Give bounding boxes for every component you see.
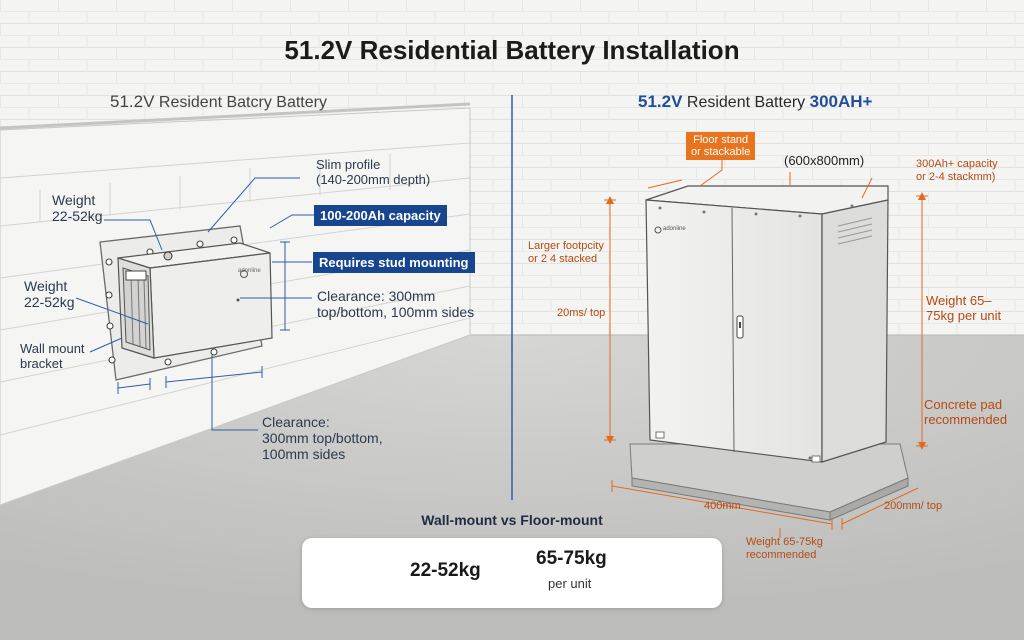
wall-header-label: Resident Batcry Battery	[158, 94, 327, 111]
floor-header-capacity: 300AH+	[809, 92, 873, 111]
capacity-note: 300Ah+ capacity or 2-4 stackmm)	[916, 158, 998, 183]
floor-stand-badge: Floor stand or stackable	[686, 132, 756, 161]
floor-cabinet	[629, 185, 909, 521]
width-label: 400mm	[704, 500, 741, 512]
stud-mounting-badge: Requires stud mounting	[313, 252, 475, 273]
floor-section-header: 51.2V Resident Battery 300AH+	[638, 92, 872, 112]
concrete-pad-label: Concrete pad recommended	[924, 397, 1008, 427]
wall-weight-value: 22-52kg	[410, 560, 481, 581]
clearance-label-right: Clearance: 300mm top/bottom, 100mm sides	[317, 288, 475, 321]
weight-label-bottom: Weight 65-75kg recommended	[746, 536, 823, 561]
floor-header-voltage: 51.2V	[638, 92, 683, 111]
weight-label-top: Weight 22-52kg	[52, 192, 103, 225]
cabinet-brand: adonline	[663, 226, 686, 232]
floor-weight-value: 65-75kg	[536, 548, 607, 569]
comparison-title: Wall-mount vs Floor-mount	[421, 512, 603, 528]
comparison-panel: 22-52kg 65-75kg per unit	[302, 538, 722, 608]
wall-battery	[99, 225, 273, 381]
height-label: 20ms/ top	[557, 307, 606, 319]
depth-label: 200mm/ top	[884, 500, 943, 512]
dimensions-label: (600x800mm)	[784, 153, 865, 168]
clearance-label-bottom: Clearance: 300mm top/bottom, 100mm sides	[262, 414, 383, 463]
weight-label-floor: Weight 65– 75kg per unit	[926, 293, 1002, 323]
floor-header-label: Resident Battery	[686, 94, 806, 111]
wall-battery-brand: adonline	[238, 268, 261, 274]
footprint-label: Larger footpcity or 2 4 stacked	[528, 240, 604, 265]
page-title: 51.2V Residential Battery Installation	[284, 35, 740, 65]
weight-label-mid: Weight 22-52kg	[24, 278, 75, 311]
capacity-badge: 100-200Ah capacity	[314, 205, 447, 226]
bracket-label: Wall mount bracket	[20, 341, 85, 371]
floor-weight-unit: per unit	[548, 576, 592, 591]
wall-section-header: 51.2V Resident Batcry Battery	[110, 92, 327, 112]
wall-header-voltage: 51.2V	[110, 92, 155, 111]
slim-profile-label: Slim profile (140-200mm depth)	[316, 157, 431, 187]
